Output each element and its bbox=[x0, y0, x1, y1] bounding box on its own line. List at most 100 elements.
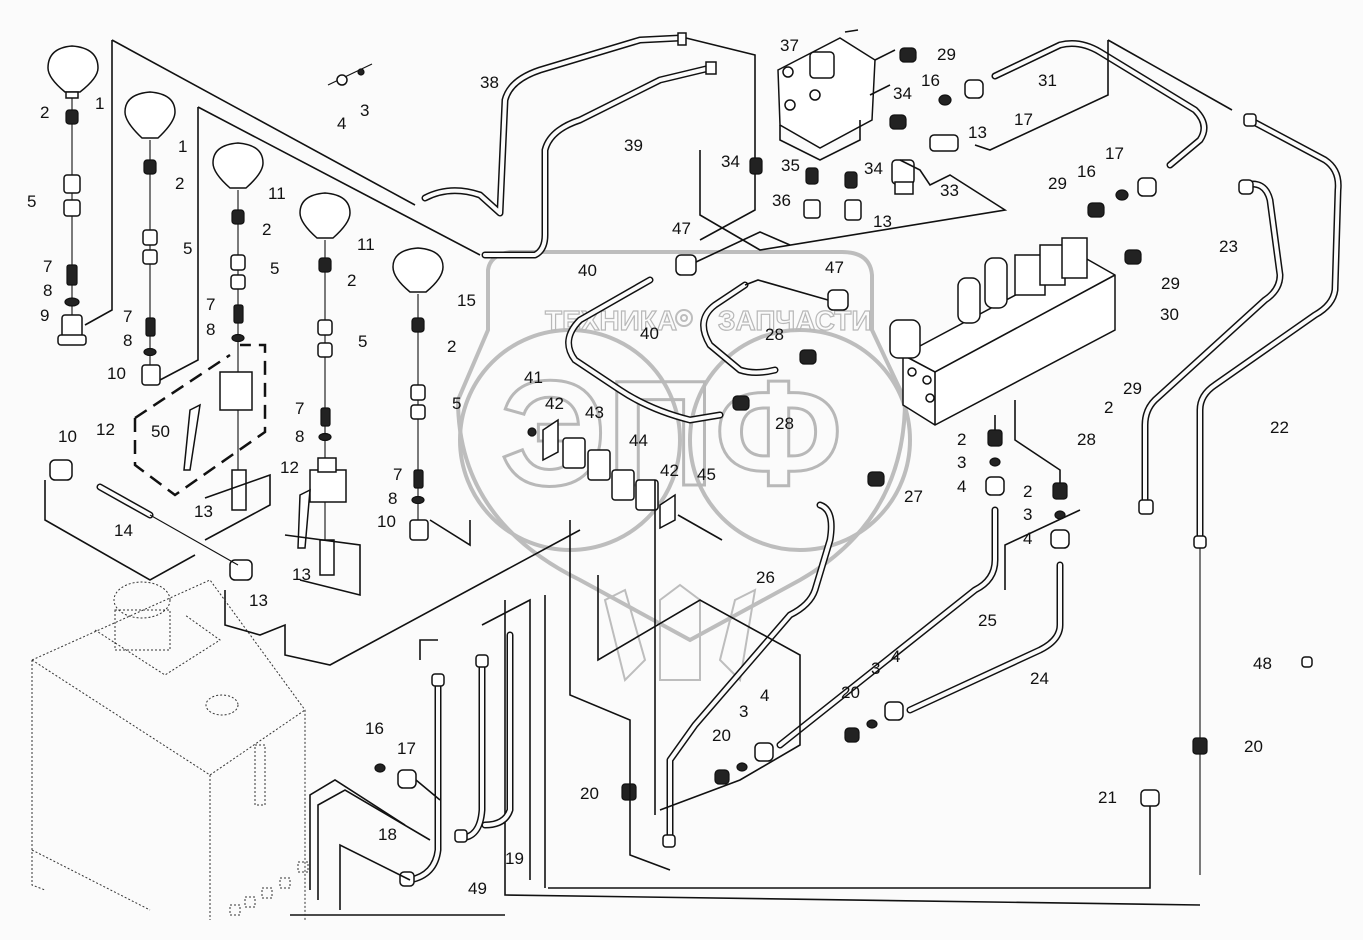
callout-49[interactable]: 49 bbox=[468, 879, 487, 898]
callout-20[interactable]: 20 bbox=[841, 683, 860, 702]
callout-13[interactable]: 13 bbox=[873, 212, 892, 231]
callout-35[interactable]: 35 bbox=[781, 156, 800, 175]
callout-42[interactable]: 42 bbox=[545, 394, 564, 413]
callout-4[interactable]: 4 bbox=[957, 477, 967, 496]
callout-26[interactable]: 26 bbox=[756, 568, 775, 587]
callout-30[interactable]: 30 bbox=[1160, 305, 1179, 324]
callout-41[interactable]: 41 bbox=[524, 368, 543, 387]
callout-48[interactable]: 48 bbox=[1253, 654, 1272, 673]
callout-29[interactable]: 29 bbox=[937, 45, 956, 64]
callout-3[interactable]: 3 bbox=[739, 702, 749, 721]
callout-7[interactable]: 7 bbox=[206, 295, 216, 314]
callout-17[interactable]: 17 bbox=[1014, 110, 1033, 129]
callout-4[interactable]: 4 bbox=[760, 686, 770, 705]
callout-13[interactable]: 13 bbox=[292, 565, 311, 584]
callout-47[interactable]: 47 bbox=[672, 219, 691, 238]
callout-2[interactable]: 2 bbox=[175, 174, 185, 193]
callout-7[interactable]: 7 bbox=[123, 307, 133, 326]
callout-5[interactable]: 5 bbox=[27, 192, 37, 211]
callout-11[interactable]: 11 bbox=[357, 235, 375, 254]
callout-3[interactable]: 3 bbox=[957, 453, 967, 472]
callout-16[interactable]: 16 bbox=[365, 719, 384, 738]
callout-29[interactable]: 29 bbox=[1161, 274, 1180, 293]
callout-7[interactable]: 7 bbox=[43, 257, 53, 276]
callout-22[interactable]: 22 bbox=[1270, 418, 1289, 437]
callout-10[interactable]: 10 bbox=[107, 364, 126, 383]
callout-3[interactable]: 3 bbox=[871, 659, 881, 678]
callout-47[interactable]: 47 bbox=[825, 258, 844, 277]
callout-7[interactable]: 7 bbox=[393, 465, 403, 484]
callout-2[interactable]: 2 bbox=[957, 430, 967, 449]
callout-2[interactable]: 2 bbox=[447, 337, 457, 356]
callout-17[interactable]: 17 bbox=[1105, 144, 1124, 163]
callout-17[interactable]: 17 bbox=[397, 739, 416, 758]
callout-13[interactable]: 13 bbox=[194, 502, 213, 521]
callout-13[interactable]: 13 bbox=[249, 591, 268, 610]
callout-39[interactable]: 39 bbox=[624, 136, 643, 155]
callout-34[interactable]: 34 bbox=[893, 84, 912, 103]
callout-13[interactable]: 13 bbox=[968, 123, 987, 142]
callout-34[interactable]: 34 bbox=[721, 152, 740, 171]
callout-2[interactable]: 2 bbox=[262, 220, 272, 239]
callout-4[interactable]: 4 bbox=[891, 647, 901, 666]
callout-5[interactable]: 5 bbox=[358, 332, 368, 351]
callout-5[interactable]: 5 bbox=[452, 394, 462, 413]
callout-5[interactable]: 5 bbox=[270, 259, 280, 278]
callout-4[interactable]: 4 bbox=[1023, 529, 1033, 548]
callout-21[interactable]: 21 bbox=[1098, 788, 1117, 807]
callout-28[interactable]: 28 bbox=[765, 325, 784, 344]
callout-1[interactable]: 1 bbox=[178, 137, 188, 156]
callout-20[interactable]: 20 bbox=[712, 726, 731, 745]
callout-5[interactable]: 5 bbox=[183, 239, 193, 258]
callout-4[interactable]: 4 bbox=[337, 114, 347, 133]
callout-29[interactable]: 29 bbox=[1123, 379, 1142, 398]
callout-28[interactable]: 28 bbox=[1077, 430, 1096, 449]
callout-50[interactable]: 50 bbox=[151, 422, 170, 441]
callout-15[interactable]: 15 bbox=[457, 291, 476, 310]
callout-44[interactable]: 44 bbox=[629, 431, 648, 450]
callout-3[interactable]: 3 bbox=[1023, 505, 1033, 524]
callout-10[interactable]: 10 bbox=[377, 512, 396, 531]
callout-36[interactable]: 36 bbox=[772, 191, 791, 210]
callout-19[interactable]: 19 bbox=[505, 849, 524, 868]
callout-8[interactable]: 8 bbox=[206, 320, 216, 339]
callout-7[interactable]: 7 bbox=[295, 399, 305, 418]
callout-45[interactable]: 45 bbox=[697, 465, 716, 484]
callout-37[interactable]: 37 bbox=[780, 36, 799, 55]
callout-25[interactable]: 25 bbox=[978, 611, 997, 630]
callout-43[interactable]: 43 bbox=[585, 403, 604, 422]
callout-24[interactable]: 24 bbox=[1030, 669, 1049, 688]
callout-31[interactable]: 31 bbox=[1038, 71, 1057, 90]
callout-1[interactable]: 1 bbox=[95, 94, 105, 113]
callout-20[interactable]: 20 bbox=[580, 784, 599, 803]
callout-23[interactable]: 23 bbox=[1219, 237, 1238, 256]
callout-9[interactable]: 9 bbox=[40, 306, 50, 325]
callout-42[interactable]: 42 bbox=[660, 461, 679, 480]
callout-14[interactable]: 14 bbox=[114, 521, 133, 540]
callout-2[interactable]: 2 bbox=[1023, 482, 1033, 501]
callout-8[interactable]: 8 bbox=[388, 489, 398, 508]
callout-33[interactable]: 33 bbox=[940, 181, 959, 200]
callout-3[interactable]: 3 bbox=[360, 101, 370, 120]
callout-27[interactable]: 27 bbox=[904, 487, 923, 506]
callout-34[interactable]: 34 bbox=[864, 159, 883, 178]
callout-2[interactable]: 2 bbox=[347, 271, 357, 290]
callout-20[interactable]: 20 bbox=[1244, 737, 1263, 756]
callout-8[interactable]: 8 bbox=[295, 427, 305, 446]
callout-18[interactable]: 18 bbox=[378, 825, 397, 844]
callout-29[interactable]: 29 bbox=[1048, 174, 1067, 193]
callout-8[interactable]: 8 bbox=[123, 331, 133, 350]
callout-11[interactable]: 11 bbox=[268, 184, 286, 203]
callout-16[interactable]: 16 bbox=[1077, 162, 1096, 181]
callout-40[interactable]: 40 bbox=[578, 261, 597, 280]
callout-16[interactable]: 16 bbox=[921, 71, 940, 90]
callout-28[interactable]: 28 bbox=[775, 414, 794, 433]
callout-40[interactable]: 40 bbox=[640, 324, 659, 343]
callout-2[interactable]: 2 bbox=[40, 103, 50, 122]
callout-2[interactable]: 2 bbox=[1104, 398, 1114, 417]
callout-12[interactable]: 12 bbox=[280, 458, 299, 477]
callout-10[interactable]: 10 bbox=[58, 427, 77, 446]
callout-8[interactable]: 8 bbox=[43, 281, 53, 300]
callout-12[interactable]: 12 bbox=[96, 420, 115, 439]
callout-38[interactable]: 38 bbox=[480, 73, 499, 92]
